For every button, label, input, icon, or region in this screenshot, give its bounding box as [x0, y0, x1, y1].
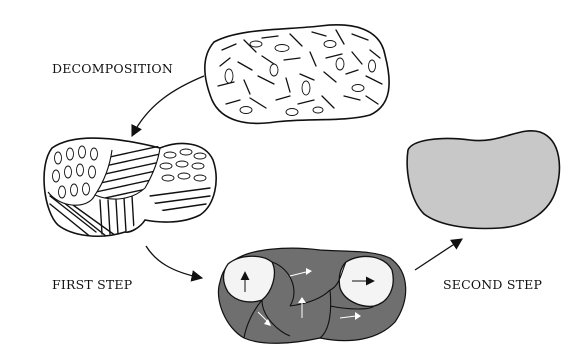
grain-region	[218, 248, 405, 343]
domain-region	[44, 138, 216, 238]
arrow-first-step	[146, 246, 202, 278]
label-second-step: SECOND STEP	[443, 277, 542, 292]
decomposed-region	[205, 25, 389, 123]
label-first-step: FIRST STEP	[52, 277, 132, 292]
arrow-decomposition	[132, 76, 204, 136]
label-decomposition: DECOMPOSITION	[52, 61, 173, 76]
grain-white-left	[224, 256, 275, 302]
final-region	[407, 131, 559, 229]
arrow-second-step	[415, 239, 462, 270]
